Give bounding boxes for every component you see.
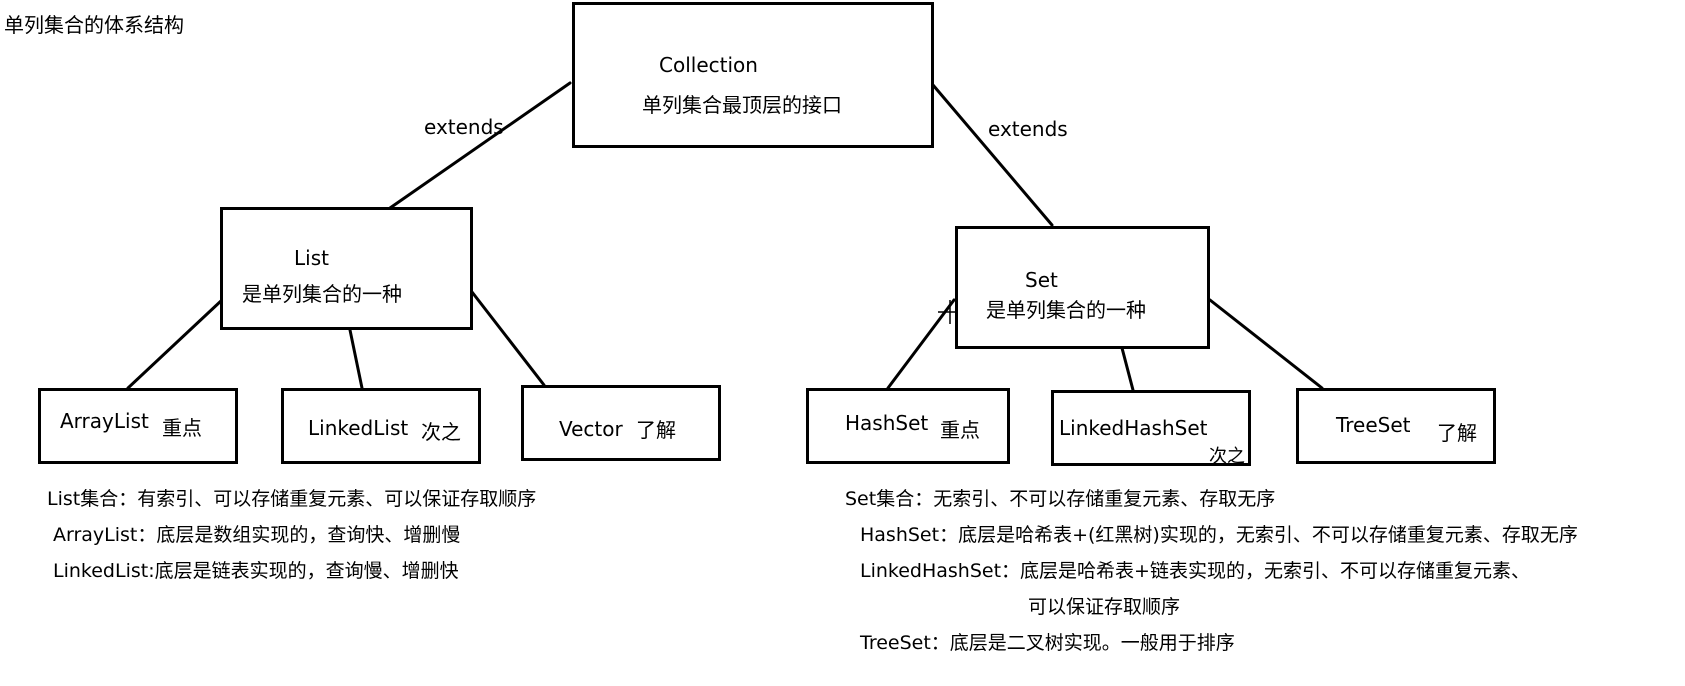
extends-label-left: extends — [424, 115, 504, 139]
vector-box — [521, 385, 721, 461]
list-desc: 是单列集合的一种 — [242, 282, 402, 306]
edge-collection-set — [931, 83, 1054, 227]
edge-collection-list — [388, 81, 572, 210]
linkedhashset-name: LinkedHashSet — [1059, 416, 1208, 440]
list-note-line: List集合：有索引、可以存储重复元素、可以保证存取顺序 — [47, 488, 537, 510]
list-name: List — [294, 246, 329, 270]
vector-name: Vector — [559, 417, 623, 441]
edge-list-arraylist — [126, 298, 224, 390]
collection-desc: 单列集合最顶层的接口 — [642, 93, 842, 117]
arraylist-tag: 重点 — [162, 416, 202, 440]
hashset-tag: 重点 — [940, 418, 980, 442]
edge-set-hashset — [886, 298, 956, 390]
set-name: Set — [1025, 268, 1058, 292]
linkedlist-name: LinkedList — [308, 416, 409, 440]
edge-set-treeset — [1208, 298, 1324, 390]
set-desc: 是单列集合的一种 — [986, 298, 1146, 322]
hashset-box — [806, 388, 1010, 464]
arraylist-box — [38, 388, 238, 464]
treeset-box — [1296, 388, 1496, 464]
set-box — [955, 226, 1210, 349]
linkedhashset-box — [1051, 390, 1251, 466]
extends-label-right: extends — [988, 117, 1068, 141]
linkedlist-box — [281, 388, 481, 464]
list-box — [220, 207, 473, 330]
page-title: 单列集合的体系结构 — [4, 13, 184, 37]
linkedlist-tag: 次之 — [421, 420, 461, 444]
vector-tag: 了解 — [636, 418, 676, 442]
set-note-line: TreeSet：底层是二叉树实现。一般用于排序 — [860, 632, 1235, 654]
treeset-name: TreeSet — [1336, 413, 1411, 437]
edge-set-linkedhashset — [1120, 346, 1135, 392]
treeset-tag: 了解 — [1437, 421, 1477, 445]
set-note-line: Set集合：无索引、不可以存储重复元素、存取无序 — [845, 488, 1276, 510]
collection-box — [572, 2, 934, 148]
arraylist-name: ArrayList — [60, 409, 149, 433]
linkedhashset-tag: 次之 — [1209, 446, 1245, 467]
list-note-line: LinkedList:底层是链表实现的，查询慢、增删快 — [53, 560, 459, 582]
set-note-line: LinkedHashSet：底层是哈希表+链表实现的，无索引、不可以存储重复元素… — [860, 560, 1530, 582]
hashset-name: HashSet — [845, 411, 929, 435]
list-note-line: ArrayList：底层是数组实现的，查询快、增删慢 — [53, 524, 461, 546]
collection-name: Collection — [659, 53, 758, 77]
edge-list-linkedlist — [348, 328, 364, 390]
set-note-line: HashSet：底层是哈希表+(红黑树)实现的，无索引、不可以存储重复元素、存取… — [860, 524, 1578, 546]
edge-list-vector — [470, 290, 546, 387]
set-note-line: 可以保证存取顺序 — [1028, 596, 1181, 618]
